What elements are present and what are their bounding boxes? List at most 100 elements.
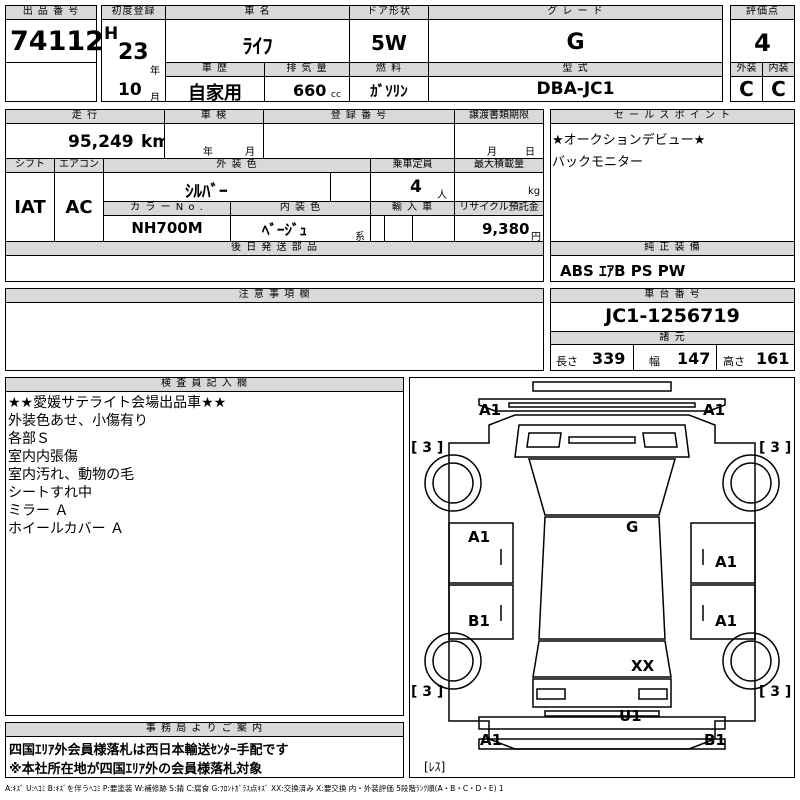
sales-point-box (550, 123, 795, 242)
first-reg-year-unit: 年 (150, 66, 160, 77)
mileage-box (5, 123, 165, 159)
car-diagram (424, 381, 780, 750)
first-reg-header: 初度登録 (101, 5, 166, 20)
first-reg-year: 23 (118, 40, 149, 65)
color-no-box (103, 215, 231, 242)
specs-box (550, 344, 795, 371)
capacity: 4 (410, 177, 422, 197)
inspection-month-unit: 月 (245, 147, 255, 158)
mark-front-left: A1 (479, 401, 502, 419)
lot-no-box (5, 19, 97, 102)
shift-header: シフト (5, 158, 55, 173)
inspection-header: 車 検 (164, 109, 264, 124)
later-parts-header: 後 日 発 送 部 品 (5, 241, 544, 256)
sales-point-1: ★オークションデビュー★ (552, 133, 706, 148)
lot-no-header: 出 品 番 号 (5, 5, 97, 20)
inspector-box (5, 391, 404, 716)
hood (514, 424, 690, 458)
first-reg-month: 10 (118, 80, 142, 100)
displacement-unit: cc (331, 90, 341, 100)
rear-bumper (478, 716, 726, 730)
score: 4 (754, 29, 771, 57)
inspector-note: ホイールカバー Ａ (8, 521, 125, 537)
fuel-box (349, 76, 429, 102)
door-header: ドア形状 (349, 5, 429, 20)
model: DBA-JC1 (536, 79, 615, 99)
wheel-front-right (722, 454, 780, 512)
score-box (730, 19, 795, 63)
windshield (528, 458, 676, 516)
exterior-score: C (739, 77, 754, 101)
color-no-header: カ ラ ー N o . (103, 201, 231, 216)
displacement: 660 (293, 81, 327, 100)
chassis-header: 車 台 番 号 (550, 288, 795, 303)
mileage-unit: km (141, 132, 171, 152)
office-header: 事 務 局 よ り ご 案 内 (5, 722, 404, 737)
recycle-unit: 円 (531, 232, 541, 243)
grade: G (566, 30, 585, 55)
mark-wheel-rl: [ 3 ] (411, 684, 444, 700)
score-header: 評価点 (730, 5, 795, 20)
later-parts-box (5, 255, 544, 282)
height: 161 (756, 349, 790, 368)
first-reg-box (101, 19, 166, 102)
inspector-note: ミラー Ａ (8, 503, 69, 519)
model-box (428, 76, 723, 102)
first-reg-month-unit: 月 (150, 93, 160, 104)
mark-door-rl: B1 (468, 612, 490, 630)
displacement-header: 排 気 量 (264, 62, 350, 77)
mark-wheel-fr: [ 3 ] (759, 440, 792, 456)
mark-door-fr: A1 (715, 553, 738, 571)
wheel-rear-right (722, 632, 780, 690)
grade-header: グ レ ー ド (428, 5, 723, 20)
rear-glass (532, 640, 672, 678)
body-outline (448, 414, 756, 750)
recycle-header: リサイクル預託金 (454, 201, 544, 216)
inspection-box (164, 123, 264, 159)
lot-no: 74112 (10, 26, 104, 57)
door-front-left (448, 522, 514, 584)
interior-score: C (771, 77, 786, 101)
mark-rear-panel: XX (631, 657, 655, 675)
wheel-rear-left (424, 632, 482, 690)
equipment: ABS ｴｱB PS PW (560, 262, 686, 280)
chassis-no: JC1-1256719 (605, 305, 740, 327)
displacement-box (264, 76, 350, 102)
ext-color: ｼﾙﾊﾞｰ (185, 182, 228, 202)
inspector-note: ★★愛媛サテライト会場出品車★★ (8, 395, 227, 411)
mark-door-rr: A1 (715, 612, 738, 630)
history-header: 車 歴 (165, 62, 265, 77)
transfer-day-unit: 日 (525, 147, 535, 158)
car-name-header: 車 名 (165, 5, 350, 20)
interior-header: 内装 (762, 62, 795, 77)
exterior-header: 外装 (730, 62, 763, 77)
mark-no-glass: [ﾚｽ] (424, 760, 446, 774)
legend: A:ｷｽﾞ U:ﾍｺﾐ B:ｷｽﾞを伴うﾍｺﾐ P:要塗装 W:補修跡 S:錆 … (5, 784, 504, 793)
door-rear-right (690, 584, 756, 640)
inspector-header: 検 査 員 記 入 欄 (5, 377, 404, 392)
inspector-note: シートすれ中 (8, 485, 92, 501)
width-label: 幅 (649, 355, 660, 368)
office-box (5, 736, 404, 778)
front-bumper-top (532, 381, 672, 392)
notes-header: 注 意 事 項 欄 (5, 288, 544, 303)
recycle-box (454, 215, 544, 242)
tailgate (532, 678, 672, 708)
model-header: 型 式 (428, 62, 723, 77)
capacity-header: 乗車定員 (370, 158, 455, 173)
inspector-notes: ★★愛媛サテライト会場出品車★★ 外装色あせ、小傷有り 各部Ｓ 室内内張傷 室内… (8, 394, 226, 538)
max-load-header: 最大積載量 (454, 158, 544, 173)
color-no: NH700M (131, 219, 203, 237)
width: 147 (677, 349, 711, 368)
mileage-header: 走 行 (5, 109, 165, 124)
recycle: 9,380 (482, 220, 530, 238)
ext-color-header: 外 装 色 (103, 158, 371, 173)
reg-no-header: 登 録 番 号 (263, 109, 455, 124)
notes-box (5, 302, 544, 371)
int-color-suffix: 系 (355, 232, 365, 243)
int-color-header: 内 装 色 (230, 201, 371, 216)
first-reg-era: H (104, 24, 119, 44)
mark-wheel-rr: [ 3 ] (759, 684, 792, 700)
height-label: 高さ (723, 355, 745, 368)
car-name: ﾗｲﾌ (242, 34, 273, 58)
